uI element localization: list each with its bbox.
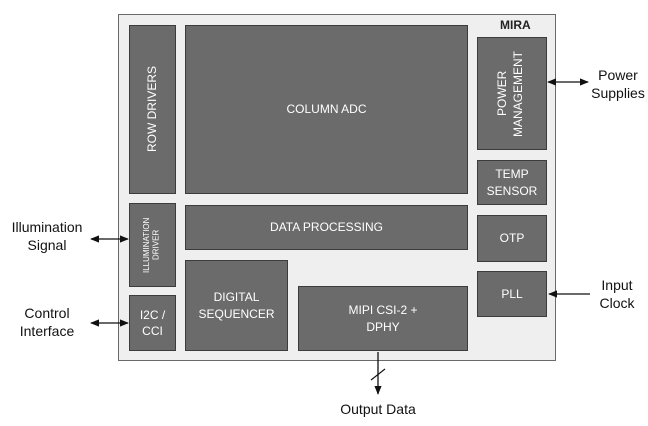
- i2c-block: I2C / CCI: [129, 295, 176, 351]
- data-processing-label: DATA PROCESSING: [270, 220, 383, 235]
- otp-block: OTP: [477, 215, 547, 262]
- output-data-bus-slash: [370, 368, 386, 381]
- chip-title: MIRA: [500, 18, 531, 32]
- illumination-signal-label: Illumination Signal: [11, 219, 83, 253]
- column-adc-label: COLUMN ADC: [286, 102, 367, 117]
- temp-sensor-block: TEMP SENSOR: [477, 160, 547, 205]
- digital-sequencer-block: DIGITAL SEQUENCER: [185, 260, 288, 351]
- power-management-block: POWER MANAGEMENT: [477, 37, 547, 150]
- temp-sensor-label: TEMP SENSOR: [486, 167, 538, 198]
- pll-block: PLL: [477, 271, 547, 317]
- input-clock-label: Input Clock: [599, 277, 635, 311]
- pll-label: PLL: [501, 286, 523, 301]
- power-supplies-label: Power Supplies: [591, 67, 645, 101]
- digital-sequencer-label: DIGITAL SEQUENCER: [198, 290, 275, 321]
- row-drivers-block: ROW DRIVERS: [129, 25, 176, 194]
- data-processing-block: DATA PROCESSING: [185, 205, 468, 250]
- mipi-block: MIPI CSI-2 + DPHY: [298, 286, 468, 351]
- control-interface-label: Control Interface: [19, 305, 75, 339]
- output-data-label: Output Data: [340, 401, 416, 417]
- i2c-label: I2C / CCI: [139, 307, 166, 338]
- illumination-driver-block: ILLUMINATION DRIVER: [129, 203, 176, 287]
- otp-label: OTP: [499, 231, 525, 246]
- column-adc-block: COLUMN ADC: [185, 25, 468, 194]
- mipi-label: MIPI CSI-2 + DPHY: [348, 303, 418, 334]
